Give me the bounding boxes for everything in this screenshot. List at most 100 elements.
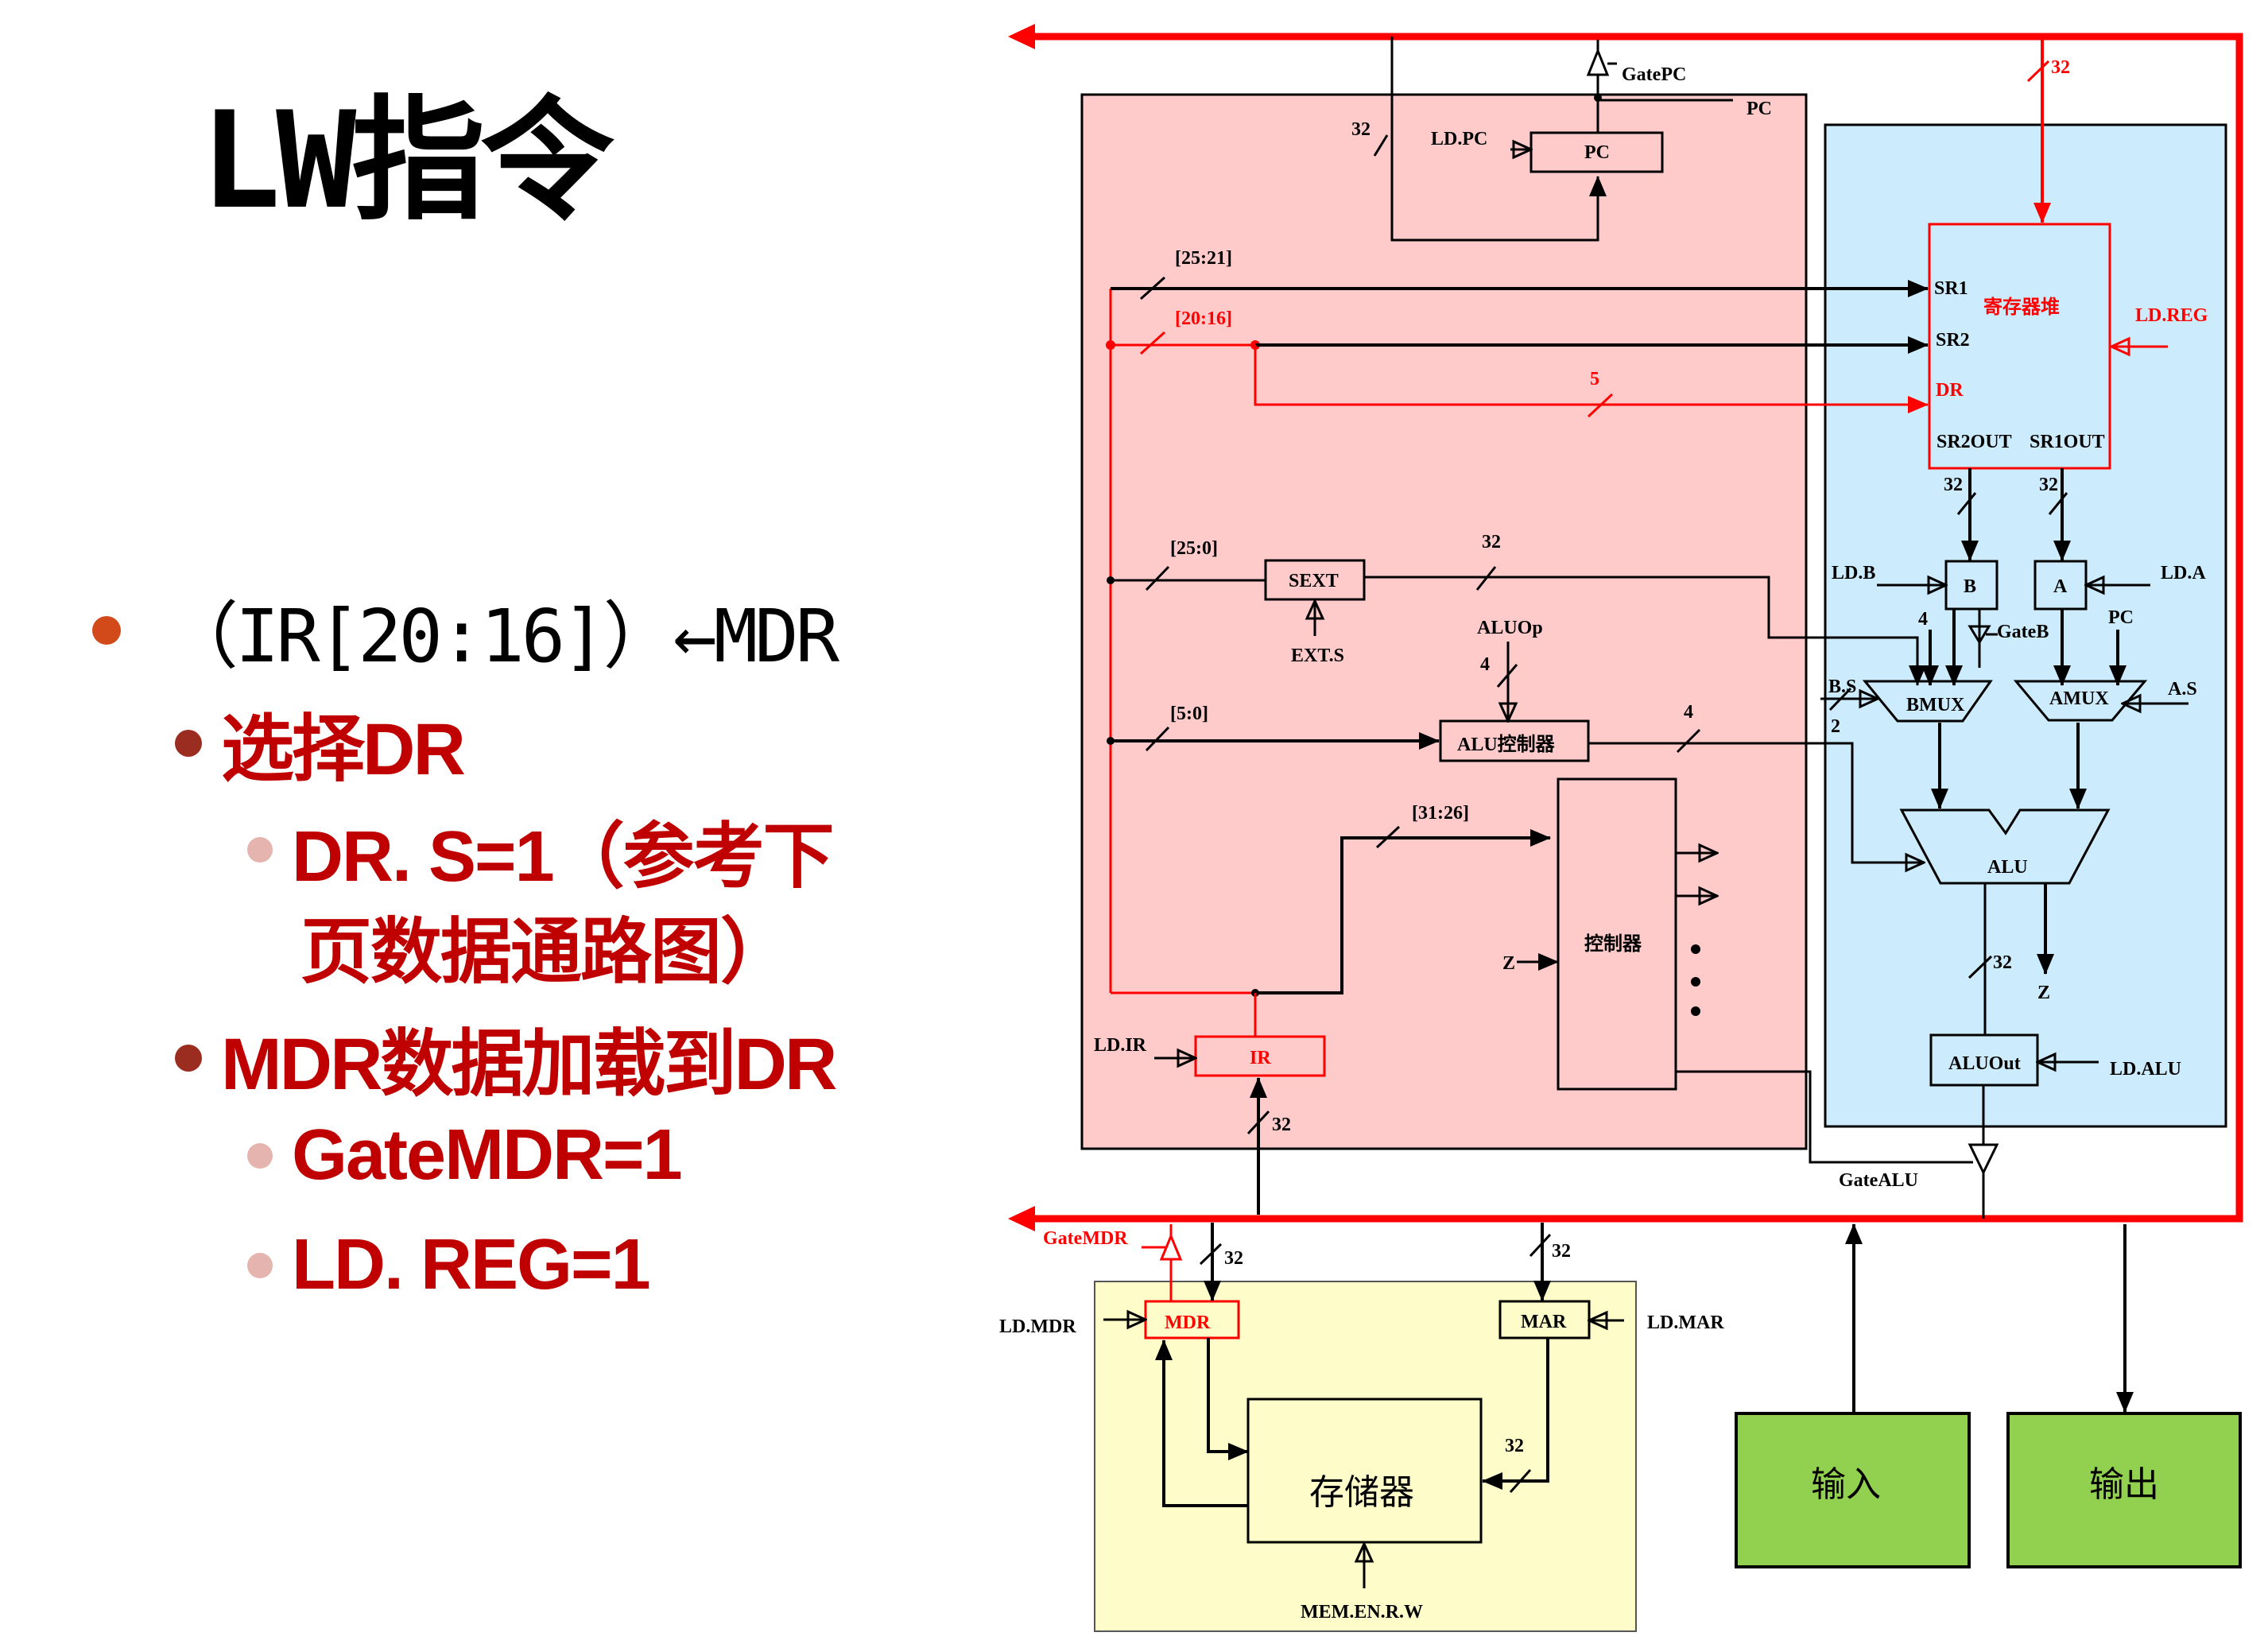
aluop-width-label: 4: [1480, 654, 1490, 675]
bullet-ld-reg-text: LD. REG=1: [292, 1225, 651, 1305]
pc-width-label: 32: [1351, 119, 1370, 140]
field-31-26-label: [31:26]: [1412, 803, 1469, 824]
b-s-label: B.S: [1828, 677, 1856, 697]
field-25-21-label: [25:21]: [1175, 248, 1232, 269]
regfile-label: 寄存器堆: [1983, 296, 2060, 318]
bullet-dot-l2: [175, 729, 202, 757]
bullet-load: MDR数据加载到DR: [175, 1005, 837, 1111]
datapath-region: [1824, 123, 2227, 1128]
ld-a-label: LD.A: [2161, 563, 2206, 583]
reg-b-label: B: [1964, 576, 1976, 597]
bus-arrow-top-icon: [1008, 24, 1035, 49]
bullet-select-dr: 选择DR: [175, 690, 466, 796]
mem-addr-width-label: 32: [1505, 1436, 1524, 1456]
ext-s-label: EXT.S: [1291, 646, 1344, 666]
pc-register-label: PC: [1584, 142, 1610, 163]
bullet-ld-reg: LD. REG=1: [247, 1224, 651, 1306]
ir-width-label: 32: [1272, 1115, 1291, 1135]
ir-label: IR: [1250, 1048, 1271, 1068]
bmux-const-label: 4: [1918, 609, 1928, 630]
mem-control-label: MEM.EN.R.W: [1301, 1602, 1423, 1623]
register-file: 寄存器堆 SR1 SR2 DR SR2OUT SR1OUT LD.REG 32: [1928, 37, 2208, 470]
muxes: BMUX B.S 2 AMUX A.S: [1820, 677, 2197, 809]
input-label: 输入: [1811, 1465, 1881, 1504]
ir-register: IR LD.IR 32: [1094, 993, 1326, 1215]
memory-subsystem: MDR LD.MDR GateMDR 32 MAR LD.MAR 32 存储器 …: [999, 1223, 1724, 1623]
ld-b-label: LD.B: [1832, 563, 1875, 583]
controller-label: 控制器: [1584, 932, 1642, 955]
field-5-0-label: [5:0]: [1170, 704, 1208, 724]
alu-z-label: Z: [2037, 983, 2050, 1003]
alu: ALU Z 32: [1899, 808, 2111, 1035]
bullet-dot-l2: [175, 1044, 202, 1072]
reg-b-a: 32 32 B LD.B A LD.A GateB 4 PC: [1832, 468, 2206, 686]
mdr-width-label: 32: [1224, 1248, 1243, 1269]
more-signals-dot: [1691, 1006, 1700, 1016]
aluout-label: ALUOut: [1948, 1053, 2021, 1074]
sext-width-label: 32: [1482, 532, 1501, 552]
gate-mdr-icon: [1159, 1233, 1183, 1261]
b-s-width-label: 2: [1831, 716, 1840, 737]
controller: 控制器 Z: [1502, 777, 1970, 1164]
mdr-label: MDR: [1165, 1312, 1211, 1333]
gate-alu-icon: [1968, 1143, 1999, 1176]
bullet-dr-s-text: DR. S=1（参考下: [292, 817, 835, 897]
mar-label: MAR: [1521, 1312, 1567, 1332]
bullet-dot-l1: [92, 615, 121, 645]
bullet-main: （IR[20:16]）←MDR: [92, 577, 839, 683]
more-signals-dot: [1691, 944, 1700, 954]
output-label: 输出: [2089, 1465, 2159, 1504]
sr2out-label: SR2OUT: [1937, 432, 2012, 452]
gate-pc-icon: [1586, 47, 1610, 76]
bullet-gate-mdr: GateMDR=1: [247, 1115, 683, 1196]
sr1out-label: SR1OUT: [2030, 432, 2105, 452]
ld-mdr-label: LD.MDR: [999, 1316, 1076, 1337]
bullet-load-text: MDR数据加载到DR: [221, 1024, 837, 1105]
bullet-dot-l3: [247, 837, 273, 863]
ld-mar-label: LD.MAR: [1647, 1312, 1724, 1333]
bullet-select-dr-text: 选择DR: [221, 709, 466, 790]
ld-ir-label: LD.IR: [1094, 1035, 1147, 1056]
ld-pc-label: LD.PC: [1431, 129, 1487, 149]
sr1-port-label: SR1: [1934, 278, 1968, 299]
sr2-port-label: SR2: [1936, 330, 1970, 351]
bullet-dr-s: DR. S=1（参考下: [247, 798, 835, 901]
b-in-width-label: 32: [1944, 475, 1963, 495]
amux-pc-label: PC: [2108, 607, 2134, 628]
bullet-dot-l3: [247, 1252, 273, 1278]
alu-controller: ALU控制器 ALUOp 4 4: [1439, 618, 1924, 863]
sext-unit: SEXT EXT.S 32: [1264, 532, 1926, 686]
memory-label: 存储器: [1309, 1473, 1414, 1512]
gate-mdr-label: GateMDR: [1043, 1228, 1128, 1249]
field-25-0-label: [25:0]: [1170, 538, 1218, 559]
alu-out-width-label: 32: [1993, 952, 2012, 973]
reg-a-label: A: [2053, 576, 2068, 597]
bullet-gate-mdr-text: GateMDR=1: [292, 1115, 683, 1195]
field-20-16-label: [20:16]: [1175, 308, 1232, 329]
ld-alu-label: LD.ALU: [2110, 1059, 2181, 1080]
pc-section: 32 PC LD.PC GatePC PC: [1351, 37, 1772, 242]
gate-alu-label: GateALU: [1839, 1170, 1918, 1191]
bullet-main-text: （IR[20:16]）←MDR: [165, 594, 839, 679]
more-signals-dot: [1691, 977, 1700, 987]
alu-ctrl-out-width-label: 4: [1684, 702, 1693, 723]
dr-port-label: DR: [1936, 380, 1964, 401]
cpu-control-region: [1080, 93, 1808, 1150]
ld-reg-label: LD.REG: [2135, 305, 2208, 326]
io-devices: 输入 输出: [1735, 1223, 2242, 1568]
pc-out-label: PC: [1747, 99, 1772, 119]
a-in-width-label: 32: [2039, 475, 2058, 495]
ir-field-wiring: [25:21] [20:16] 5 [25:0] [5:0] [31:26]: [1106, 248, 1929, 997]
bus-arrow-bottom-icon: [1008, 1206, 1035, 1231]
mar-width-label: 32: [1552, 1241, 1571, 1262]
bmux-label: BMUX: [1906, 695, 1965, 715]
gate-b-icon: [1968, 625, 1991, 645]
bullet-dot-l3: [247, 1142, 273, 1169]
amux-label: AMUX: [2049, 688, 2109, 709]
alu-controller-label: ALU控制器: [1457, 733, 1556, 755]
controller-z-label: Z: [1502, 953, 1515, 974]
sext-label: SEXT: [1289, 571, 1339, 591]
aluop-label: ALUOp: [1477, 618, 1543, 638]
